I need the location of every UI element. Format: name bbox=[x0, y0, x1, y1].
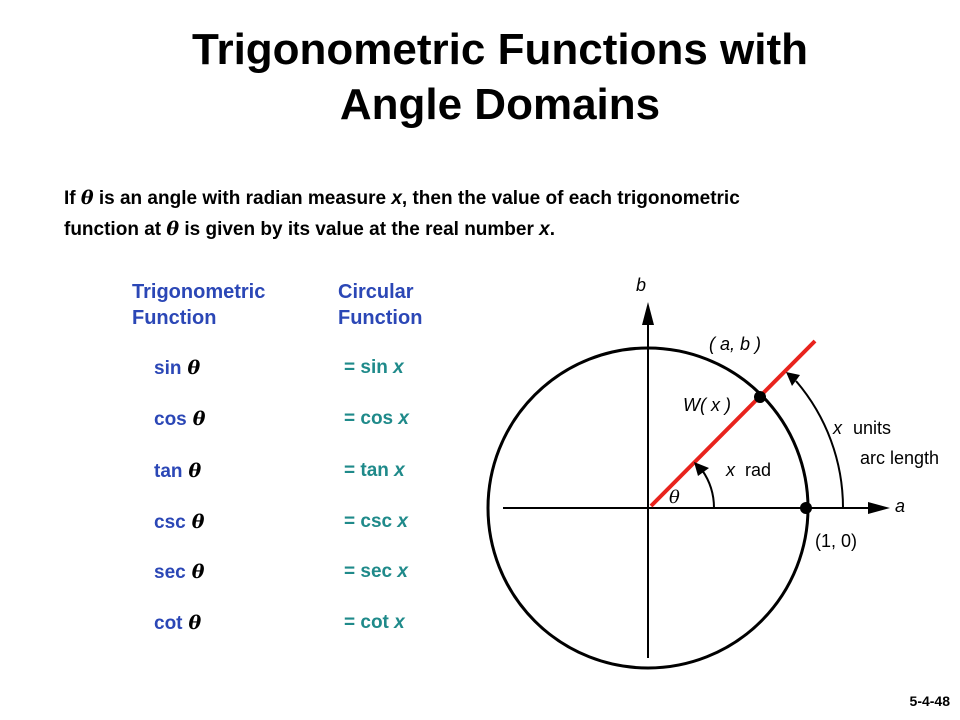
point-1-0 bbox=[800, 502, 812, 514]
axis-a-label: a bbox=[895, 496, 905, 516]
axis-b-label: b bbox=[636, 275, 646, 295]
circ-row-sin: = sin x bbox=[344, 357, 404, 378]
arc-length-arrow bbox=[795, 380, 844, 509]
intro-text: If θ is an angle with radian measure x, … bbox=[64, 183, 944, 245]
circ-row-cos: = cos x bbox=[344, 408, 409, 429]
theta-angle-label: θ bbox=[669, 487, 680, 508]
theta-symbol: θ bbox=[166, 218, 180, 240]
w-x-label: W( x ) bbox=[683, 395, 731, 415]
radius-ray bbox=[649, 339, 817, 508]
point-ab-label: ( a, b ) bbox=[709, 334, 761, 354]
point-w-x bbox=[754, 391, 766, 403]
x-units-x: x bbox=[832, 418, 843, 438]
title-line-1: Trigonometric Functions with bbox=[192, 25, 808, 74]
header-trigonometric-function: Trigonometric Function bbox=[132, 281, 266, 329]
circ-row-tan: = tan x bbox=[344, 460, 405, 481]
a-axis-arrow bbox=[868, 502, 890, 514]
theta-symbol: θ bbox=[80, 187, 94, 209]
page-title: Trigonometric Functions with Angle Domai… bbox=[80, 22, 920, 132]
point-1-0-label: (1, 0) bbox=[815, 531, 857, 551]
angle-arrow bbox=[701, 469, 716, 509]
angle-arrowhead bbox=[694, 462, 709, 476]
circ-row-csc: = csc x bbox=[344, 511, 408, 532]
x-rad-x: x bbox=[725, 460, 736, 480]
header-circular-function: Circular Function bbox=[338, 281, 423, 329]
circ-row-cot: = cot x bbox=[344, 612, 405, 633]
title-line-2: Angle Domains bbox=[339, 80, 661, 129]
arc-length-arrowhead bbox=[786, 372, 800, 386]
intro-line-1: If θ is an angle with radian measure x, … bbox=[64, 187, 740, 209]
x-rad-label: rad bbox=[745, 460, 771, 480]
arc-length-label: arc length bbox=[860, 448, 939, 468]
b-axis-arrow bbox=[642, 302, 654, 325]
slide-number: 5-4-48 bbox=[909, 693, 950, 709]
x-units-label: units bbox=[853, 418, 891, 438]
circ-row-sec: = sec x bbox=[344, 561, 408, 582]
intro-line-2: function at θ is given by its value at t… bbox=[64, 218, 556, 240]
